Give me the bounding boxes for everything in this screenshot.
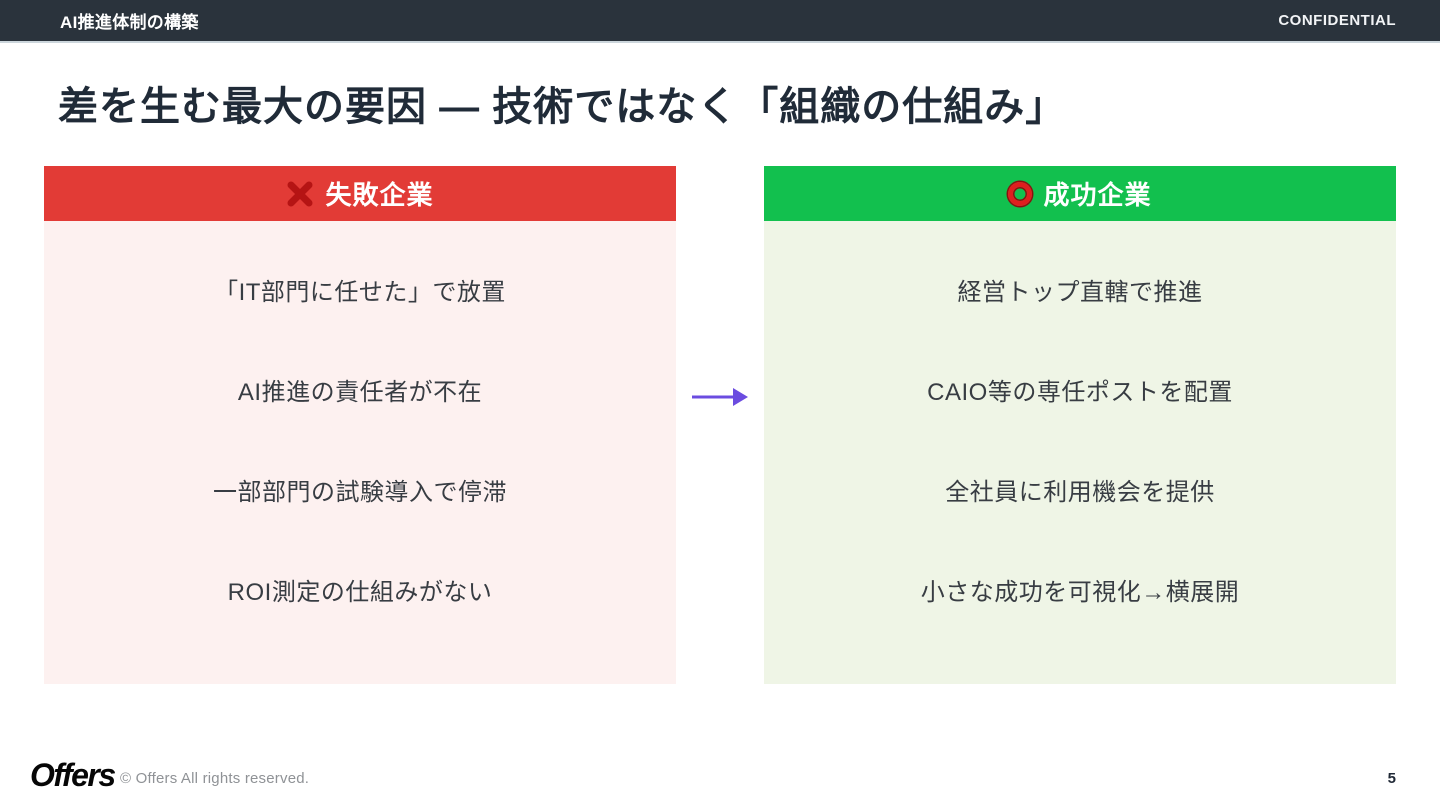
hollow-red-circle-icon	[1008, 181, 1033, 206]
fail-column: 失敗企業 「IT部門に任せた」で放置 AI推進の責任者が不在 一部部門の試験導入…	[44, 166, 676, 684]
page-title: 差を生む最大の要因 — 技術ではなく「組織の仕組み」	[58, 85, 1067, 129]
fail-column-body: 「IT部門に任せた」で放置 AI推進の責任者が不在 一部部門の試験導入で停滞 R…	[44, 221, 676, 684]
fail-column-title: 失敗企業	[325, 180, 434, 210]
fail-item: AI推進の責任者が不在	[237, 378, 483, 406]
copyright-text: © Offers All rights reserved.	[120, 770, 310, 787]
fail-item: 「IT部門に任せた」で放置	[214, 278, 506, 306]
page-number: 5	[1387, 770, 1396, 787]
fail-item: ROI測定の仕組みがない	[227, 578, 493, 606]
right-arrow-icon	[686, 385, 754, 409]
success-item: 全社員に利用機会を提供	[945, 478, 1215, 506]
success-column-header: 成功企業	[764, 166, 1396, 221]
comparison-columns: 失敗企業 「IT部門に任せた」で放置 AI推進の責任者が不在 一部部門の試験導入…	[44, 166, 1396, 684]
offers-logo: Offers	[30, 757, 116, 793]
success-item: 小さな成功を可視化→横展開	[920, 578, 1240, 606]
success-column-body: 経営トップ直轄で推進 CAIO等の専任ポストを配置 全社員に利用機会を提供 小さ…	[764, 221, 1396, 684]
section-title: AI推進体制の構築	[60, 13, 199, 32]
fail-item: 一部部門の試験導入で停滞	[213, 478, 507, 506]
success-item: 経営トップ直轄で推進	[957, 278, 1203, 306]
fail-column-header: 失敗企業	[44, 166, 676, 221]
top-bar: AI推進体制の構築 CONFIDENTIAL	[0, 0, 1440, 43]
cross-mark-icon	[286, 180, 314, 208]
success-column: 成功企業 経営トップ直轄で推進 CAIO等の専任ポストを配置 全社員に利用機会を…	[764, 166, 1396, 684]
confidential-label: CONFIDENTIAL	[1278, 12, 1396, 29]
success-column-title: 成功企業	[1043, 180, 1152, 210]
success-item: CAIO等の専任ポストを配置	[927, 378, 1233, 406]
